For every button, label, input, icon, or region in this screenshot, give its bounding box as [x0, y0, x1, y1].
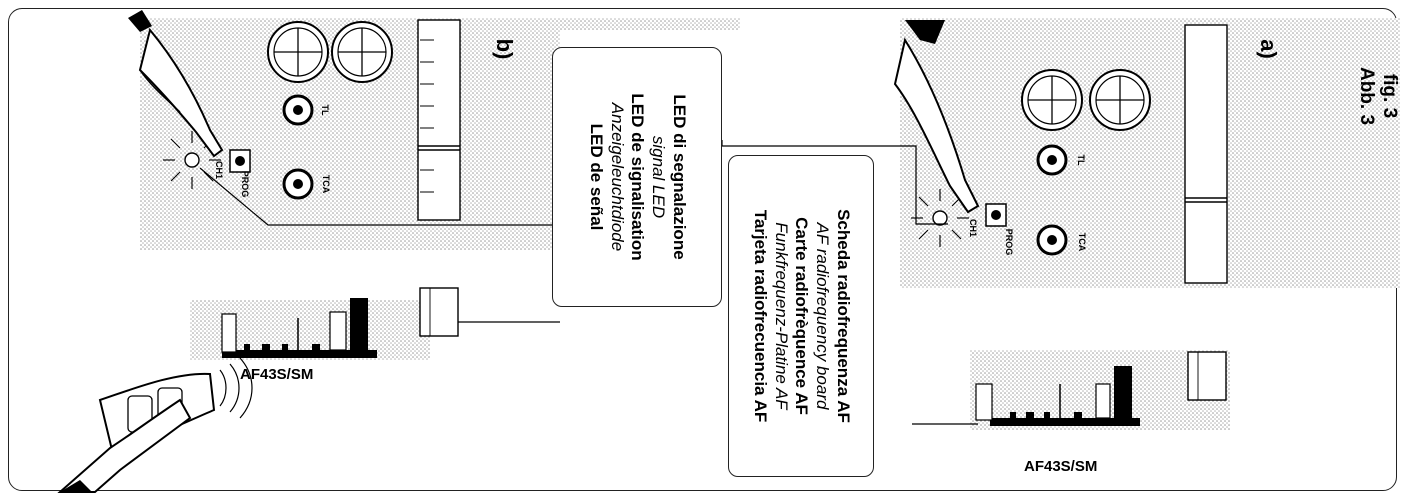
- af-board-line-fr: Carte radiofrèquence AF: [791, 156, 812, 476]
- led-callout-text: LED di segnalazione signal LED LED de si…: [553, 48, 721, 306]
- led-line-fr: LED de signalisation: [627, 48, 648, 306]
- led-line-de: Anzeigeleuchtdiode: [606, 48, 627, 306]
- panel-a-module: [912, 350, 1230, 430]
- panel-a-tca-label: TCA: [1075, 229, 1087, 255]
- panel-b-ch-label: CH1: [212, 156, 224, 184]
- af-board-callout-text: Scheda radiofrequenza AF AF radiofrequen…: [729, 156, 873, 476]
- panel-a-ch-label: CH1: [966, 214, 978, 242]
- panel-a-prog-label: PROG: [1002, 224, 1014, 260]
- led-line-it: LED di segnalazione: [668, 48, 689, 306]
- panel-b-module: [60, 288, 560, 492]
- panel-b-module-label: AF43S/SM: [240, 366, 313, 383]
- panel-b-prog-label: PROG: [238, 166, 250, 202]
- led-line-en: signal LED: [647, 48, 668, 306]
- figure-label: fig. 3 Abb. 3: [1349, 61, 1401, 131]
- fig-label: fig. 3: [1378, 61, 1401, 131]
- panel-a-module-label: AF43S/SM: [1024, 458, 1097, 475]
- panel-b-tca-label: TCA: [319, 171, 331, 197]
- af-board-callout: Scheda radiofrequenza AF AF radiofrequen…: [728, 155, 874, 477]
- panel-b-tl-label: TL: [318, 98, 330, 122]
- panel-b-letter: b): [491, 29, 517, 69]
- af-board-line-it: Scheda radiofrequenza AF: [832, 156, 853, 476]
- af-board-line-es: Tarjeta radiofrecuencia AF: [749, 156, 770, 476]
- af-board-line-en: AF radiofrequency board: [811, 156, 832, 476]
- af-board-line-de: Funkfrequenz-Platine AF: [770, 156, 791, 476]
- led-callout: LED di segnalazione signal LED LED de si…: [552, 47, 722, 307]
- abb-label: Abb. 3: [1355, 61, 1378, 131]
- led-line-es: LED de señal: [585, 48, 606, 306]
- panel-a-tl-label: TL: [1074, 148, 1086, 172]
- panel-a-letter: a): [1255, 29, 1281, 69]
